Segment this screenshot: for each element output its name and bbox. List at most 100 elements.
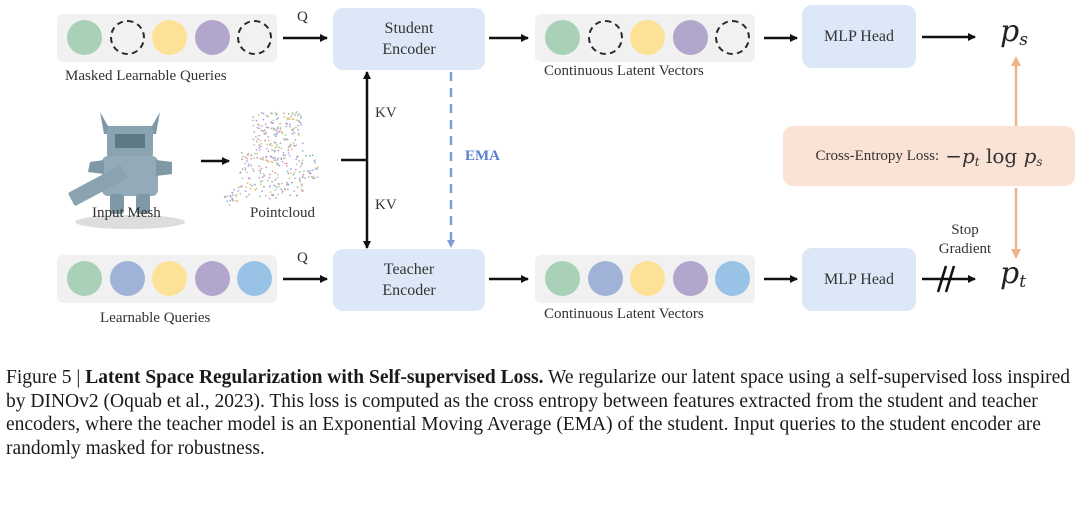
pointcloud-point bbox=[262, 158, 265, 161]
pointcloud-point bbox=[242, 155, 244, 158]
pointcloud-point bbox=[236, 200, 239, 203]
student-latents-tray bbox=[535, 14, 755, 62]
pointcloud-point bbox=[301, 175, 304, 178]
pointcloud-point bbox=[279, 128, 282, 130]
pointcloud-point bbox=[284, 154, 287, 157]
pointcloud-point bbox=[275, 135, 277, 138]
pointcloud-point bbox=[261, 176, 264, 178]
teacher-latent-token bbox=[587, 261, 623, 296]
pointcloud-point bbox=[298, 171, 301, 173]
pointcloud-point bbox=[229, 199, 232, 202]
figure-caption: Figure 5 | Latent Space Regularization w… bbox=[6, 366, 1076, 460]
pointcloud-point bbox=[277, 157, 279, 159]
pointcloud-point bbox=[302, 173, 305, 176]
pointcloud-point bbox=[260, 180, 262, 183]
pointcloud-point bbox=[239, 193, 242, 195]
pointcloud-label: Pointcloud bbox=[250, 205, 316, 221]
pointcloud-point bbox=[282, 152, 285, 154]
pointcloud-point bbox=[253, 143, 256, 146]
pointcloud-point bbox=[260, 143, 263, 145]
pointcloud-point bbox=[244, 190, 247, 193]
cross-entropy-loss-box: Cross-Entropy Loss: −pt log ps bbox=[783, 126, 1075, 186]
pointcloud-point bbox=[303, 170, 305, 172]
student-query-token bbox=[67, 20, 102, 55]
pointcloud-point bbox=[259, 145, 262, 148]
pointcloud-point bbox=[260, 112, 263, 114]
pointcloud-point bbox=[281, 160, 284, 163]
pointcloud-point bbox=[310, 175, 313, 178]
student-latents-label: Continuous Latent Vectors bbox=[544, 63, 704, 79]
pointcloud-point bbox=[282, 137, 285, 140]
pointcloud-point bbox=[260, 158, 263, 161]
pointcloud-point bbox=[301, 159, 304, 162]
pointcloud-point bbox=[276, 143, 278, 146]
pointcloud-point bbox=[286, 118, 289, 121]
pointcloud-point bbox=[293, 127, 295, 130]
pointcloud-point bbox=[262, 173, 265, 175]
pointcloud-point bbox=[280, 147, 283, 150]
pointcloud-point bbox=[246, 153, 249, 156]
pointcloud-point bbox=[286, 170, 289, 173]
pointcloud-point bbox=[294, 177, 296, 180]
input-mesh-label: Input Mesh bbox=[92, 205, 161, 221]
pointcloud-point bbox=[281, 190, 284, 193]
pointcloud-point bbox=[300, 185, 303, 187]
pointcloud-point bbox=[267, 179, 269, 182]
pointcloud-point bbox=[285, 165, 288, 167]
pointcloud-point bbox=[316, 166, 319, 168]
pointcloud-point bbox=[287, 146, 290, 148]
pointcloud-point bbox=[279, 122, 281, 125]
pointcloud-point bbox=[250, 164, 253, 167]
pointcloud-point bbox=[283, 116, 286, 118]
pointcloud-point bbox=[289, 144, 291, 147]
pointcloud-point bbox=[266, 143, 269, 146]
pointcloud-point bbox=[244, 167, 246, 169]
pointcloud-point bbox=[252, 138, 255, 141]
pointcloud-point bbox=[293, 190, 296, 192]
pointcloud-point bbox=[252, 124, 255, 127]
ps-symbol: p bbox=[1000, 14, 1020, 49]
pointcloud-point bbox=[295, 158, 298, 161]
pointcloud-point bbox=[258, 134, 261, 137]
pointcloud-point bbox=[295, 144, 298, 146]
teacher-latents-tray bbox=[535, 255, 755, 303]
teacher-query-token bbox=[152, 261, 187, 296]
pointcloud-point bbox=[276, 173, 279, 176]
pointcloud-point bbox=[252, 170, 255, 172]
pointcloud-point bbox=[277, 183, 280, 185]
pointcloud-point bbox=[273, 133, 276, 136]
stop-gradient-slash-1 bbox=[936, 265, 948, 293]
caption-prefix: Figure 5 | bbox=[6, 367, 86, 388]
kv-top-label: KV bbox=[375, 105, 397, 121]
pointcloud-point bbox=[285, 122, 288, 125]
pointcloud-point bbox=[286, 116, 289, 119]
pointcloud-point bbox=[275, 146, 278, 148]
teacher-latent-token bbox=[715, 261, 750, 296]
pointcloud-point bbox=[279, 142, 282, 144]
pointcloud-point bbox=[271, 122, 274, 125]
ps-subscript: s bbox=[1019, 30, 1028, 50]
pointcloud-point bbox=[264, 131, 267, 134]
pointcloud-point bbox=[285, 137, 288, 140]
pointcloud-point bbox=[260, 167, 263, 170]
pointcloud-point bbox=[300, 115, 302, 118]
student-query-masked-token bbox=[237, 20, 272, 55]
pointcloud-point bbox=[277, 149, 280, 152]
pointcloud-point bbox=[256, 123, 259, 125]
pointcloud-point bbox=[294, 139, 297, 141]
student-mlp-head: MLP Head bbox=[802, 5, 916, 68]
pointcloud-point bbox=[255, 119, 258, 122]
pointcloud-point bbox=[314, 159, 317, 161]
pointcloud-point bbox=[296, 119, 298, 122]
pointcloud-point bbox=[270, 156, 273, 158]
pointcloud-point bbox=[287, 172, 290, 175]
kv-bottom-label: KV bbox=[375, 197, 397, 213]
pointcloud-point bbox=[286, 182, 288, 184]
pointcloud-point bbox=[267, 160, 269, 162]
teacher-latent-token bbox=[545, 261, 580, 296]
pointcloud-point bbox=[301, 150, 304, 152]
pointcloud-point bbox=[306, 170, 309, 173]
student-latent-token bbox=[630, 20, 665, 55]
pointcloud-point bbox=[298, 134, 300, 136]
pointcloud-point bbox=[274, 185, 277, 187]
